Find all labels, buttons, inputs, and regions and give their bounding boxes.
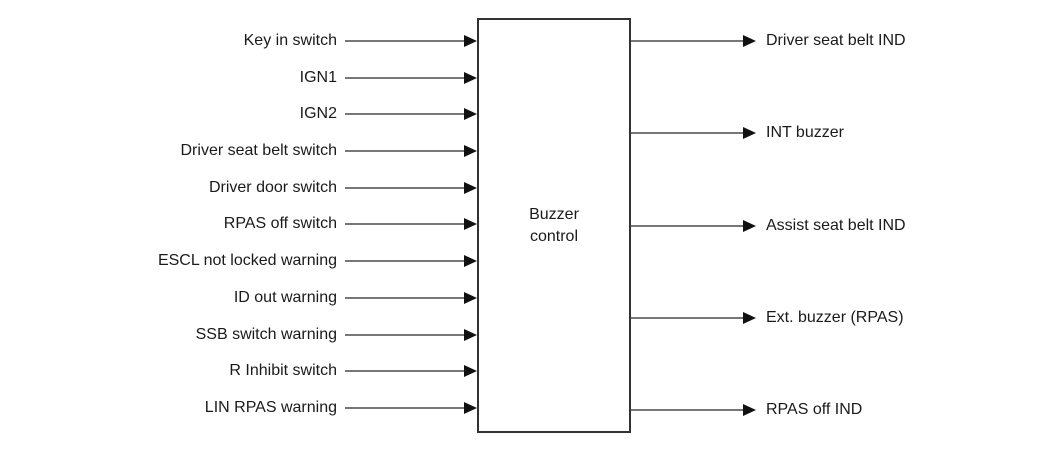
arrow-line: [345, 150, 464, 153]
output-row: INT buzzer: [631, 123, 1051, 143]
input-row: IGN2: [0, 104, 477, 124]
input-row: ESCL not locked warning: [0, 251, 477, 271]
arrow-line: [345, 260, 464, 263]
arrowhead-right-icon: [464, 218, 477, 231]
input-arrow: [345, 365, 477, 378]
arrow-line: [345, 76, 464, 79]
input-label: IGN1: [299, 68, 337, 86]
input-label: IGN2: [299, 105, 337, 123]
input-arrow: [345, 108, 477, 121]
input-row: Key in switch: [0, 31, 477, 51]
arrow-line: [631, 224, 743, 227]
arrow-line: [631, 132, 743, 135]
block-label: Buzzer control: [529, 205, 579, 245]
input-label: Key in switch: [243, 32, 337, 49]
output-label: Assist seat belt IND: [766, 216, 906, 234]
output-label: Driver seat belt IND: [766, 32, 906, 49]
arrowhead-right-icon: [464, 255, 477, 268]
arrow-line: [631, 316, 743, 319]
output-row: Ext. buzzer (RPAS): [631, 308, 1051, 328]
arrowhead-right-icon: [464, 108, 477, 121]
input-label: Driver seat belt switch: [180, 142, 338, 160]
arrowhead-right-icon: [464, 145, 477, 158]
input-arrow: [345, 401, 477, 414]
output-label: RPAS off IND: [766, 401, 863, 418]
input-row: IGN1: [0, 68, 477, 88]
output-arrow: [631, 404, 756, 416]
buzzer-control-block: Buzzer control: [477, 18, 631, 433]
input-arrow: [345, 181, 477, 194]
arrow-line: [345, 40, 464, 42]
arrowhead-right-icon: [743, 219, 756, 232]
arrow-line: [345, 296, 464, 299]
arrowhead-right-icon: [464, 291, 477, 304]
arrowhead-right-icon: [464, 401, 477, 414]
output-arrow: [631, 311, 756, 324]
arrowhead-right-icon: [464, 181, 477, 194]
arrowhead-right-icon: [464, 35, 477, 47]
input-arrow: [345, 71, 477, 84]
arrowhead-right-icon: [464, 328, 477, 341]
arrow-line: [345, 406, 464, 409]
arrow-line: [631, 40, 743, 42]
output-label: Ext. buzzer (RPAS): [766, 308, 904, 326]
arrow-line: [345, 333, 464, 336]
arrow-line: [345, 223, 464, 226]
arrowhead-right-icon: [743, 311, 756, 324]
input-arrow: [345, 145, 477, 158]
input-label: LIN RPAS warning: [204, 398, 337, 416]
arrow-line: [631, 409, 743, 411]
output-label: INT buzzer: [766, 124, 844, 142]
input-signal-column: Key in switch IGN1 IGN2 Driver seat belt…: [0, 31, 477, 418]
input-label: Driver door switch: [208, 178, 337, 196]
input-label: SSB switch warning: [195, 325, 337, 343]
output-row: Assist seat belt IND: [631, 216, 1051, 236]
arrowhead-right-icon: [464, 365, 477, 378]
input-arrow: [345, 328, 477, 341]
output-arrow: [631, 35, 756, 47]
input-arrow: [345, 35, 477, 47]
arrowhead-right-icon: [743, 127, 756, 140]
output-row: RPAS off IND: [631, 400, 1051, 420]
input-label: RPAS off switch: [223, 215, 337, 233]
input-label: ESCL not locked warning: [157, 252, 337, 270]
input-arrow: [345, 218, 477, 231]
input-row: ID out warning: [0, 288, 477, 308]
output-row: Driver seat belt IND: [631, 31, 1051, 51]
output-signal-column: Driver seat belt IND INT buzzer Assist s…: [631, 31, 1051, 420]
input-arrow: [345, 291, 477, 304]
output-arrow: [631, 219, 756, 232]
input-row: Driver door switch: [0, 178, 477, 198]
arrow-line: [345, 113, 464, 116]
arrow-line: [345, 370, 464, 373]
input-row: R Inhibit switch: [0, 361, 477, 381]
output-arrow: [631, 127, 756, 140]
input-row: SSB switch warning: [0, 325, 477, 345]
input-row: RPAS off switch: [0, 214, 477, 234]
input-row: LIN RPAS warning: [0, 398, 477, 418]
input-label: R Inhibit switch: [229, 362, 337, 380]
input-row: Driver seat belt switch: [0, 141, 477, 161]
arrowhead-right-icon: [743, 35, 756, 47]
arrowhead-right-icon: [464, 71, 477, 84]
input-arrow: [345, 255, 477, 268]
input-label: ID out warning: [233, 288, 337, 306]
arrowhead-right-icon: [743, 404, 756, 416]
arrow-line: [345, 186, 464, 189]
